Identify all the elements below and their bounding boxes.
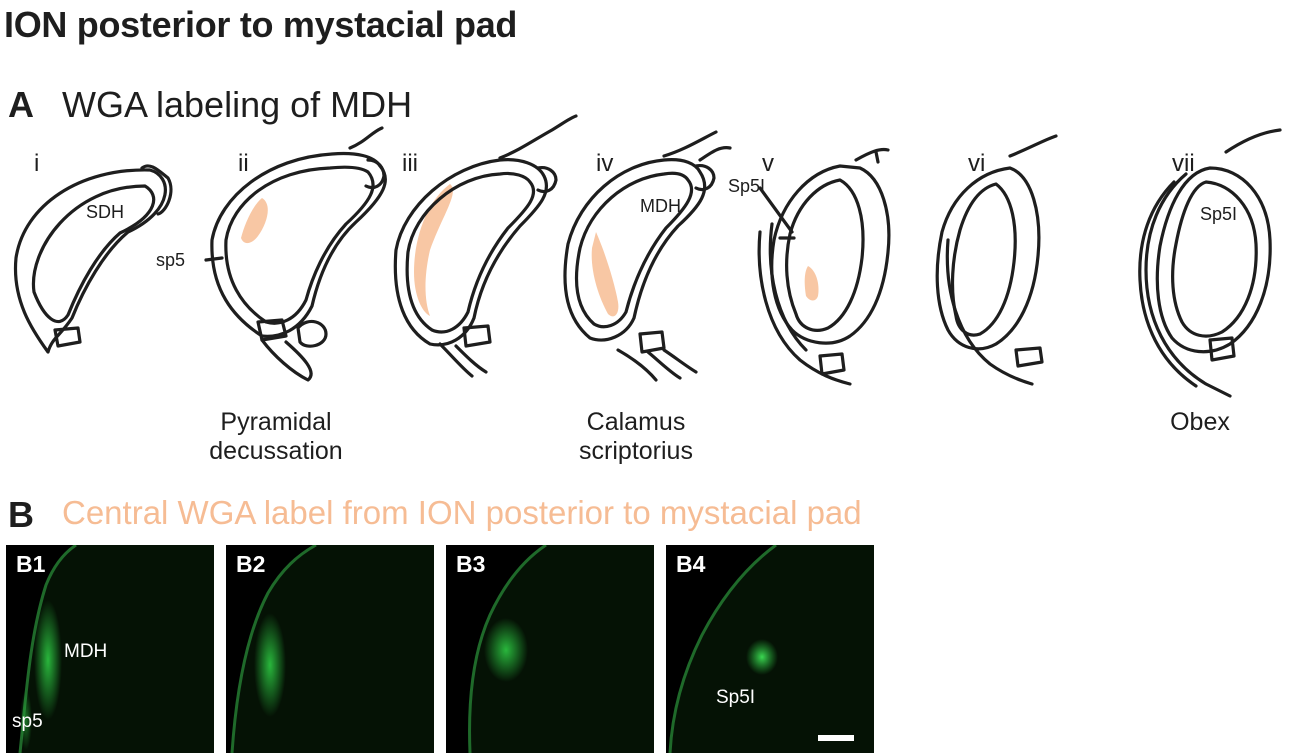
micrograph-b3: B3: [446, 545, 654, 753]
section-label-iii: iii: [402, 150, 418, 177]
panel-b-title: Central WGA label from ION posterior to …: [62, 494, 862, 531]
schematic-sections: [13, 114, 1282, 398]
label-sp5i-micro: Sp5I: [716, 687, 756, 708]
caption-calamus-scriptorius: Calamus scriptorius: [536, 408, 736, 466]
section-v: [757, 147, 891, 386]
section-label-vii: vii: [1172, 150, 1195, 177]
label-mdh: MDH: [640, 196, 681, 216]
caption-line: decussation: [209, 437, 343, 465]
section-label-v: v: [762, 150, 774, 177]
section-ii: [204, 126, 387, 382]
wga-label-region: [241, 198, 268, 244]
section-iv: [563, 130, 732, 382]
caption-line: scriptorius: [579, 437, 693, 465]
micrograph-label: B4: [676, 551, 706, 577]
micrograph-label: B3: [456, 551, 486, 577]
label-mdh-micro: MDH: [64, 641, 108, 662]
figure-title: ION posterior to mystacial pad: [4, 4, 518, 45]
micrograph-label: B1: [16, 551, 46, 577]
caption-pyramidal-decussation: Pyramidal decussation: [176, 408, 376, 466]
caption-line: Pyramidal: [220, 408, 332, 436]
micrograph-label: B2: [236, 551, 266, 577]
section-label-vi: vi: [968, 150, 986, 177]
caption-line: Calamus: [586, 408, 686, 436]
micrograph-b2: B2: [226, 545, 434, 753]
section-label-ii: ii: [238, 150, 249, 177]
micrograph-b1: B1 MDH sp5: [6, 545, 214, 753]
panel-b-letter: B: [8, 494, 34, 535]
section-i: [13, 164, 173, 354]
wga-label-region: [804, 266, 819, 301]
wga-label-region: [591, 232, 619, 317]
scale-bar: [818, 735, 854, 741]
micrograph-b4: B4 Sp5I: [666, 545, 874, 753]
label-sp5: sp5: [156, 250, 186, 270]
panel-a-title: WGA labeling of MDH: [62, 84, 413, 125]
wga-label-region: [414, 184, 453, 316]
section-label-iv: iv: [596, 150, 614, 177]
label-sp5-micro: sp5: [12, 711, 43, 732]
label-sdh: SDH: [86, 202, 125, 222]
label-sp5i-v: Sp5I: [728, 176, 766, 196]
panel-a-letter: A: [8, 84, 34, 125]
section-label-i: i: [34, 150, 40, 177]
section-iii: [393, 114, 578, 378]
caption-obex: Obex: [1170, 408, 1230, 436]
section-vi: [935, 134, 1058, 386]
label-sp5i-vii: Sp5I: [1200, 204, 1238, 224]
section-vii: [1138, 128, 1282, 398]
